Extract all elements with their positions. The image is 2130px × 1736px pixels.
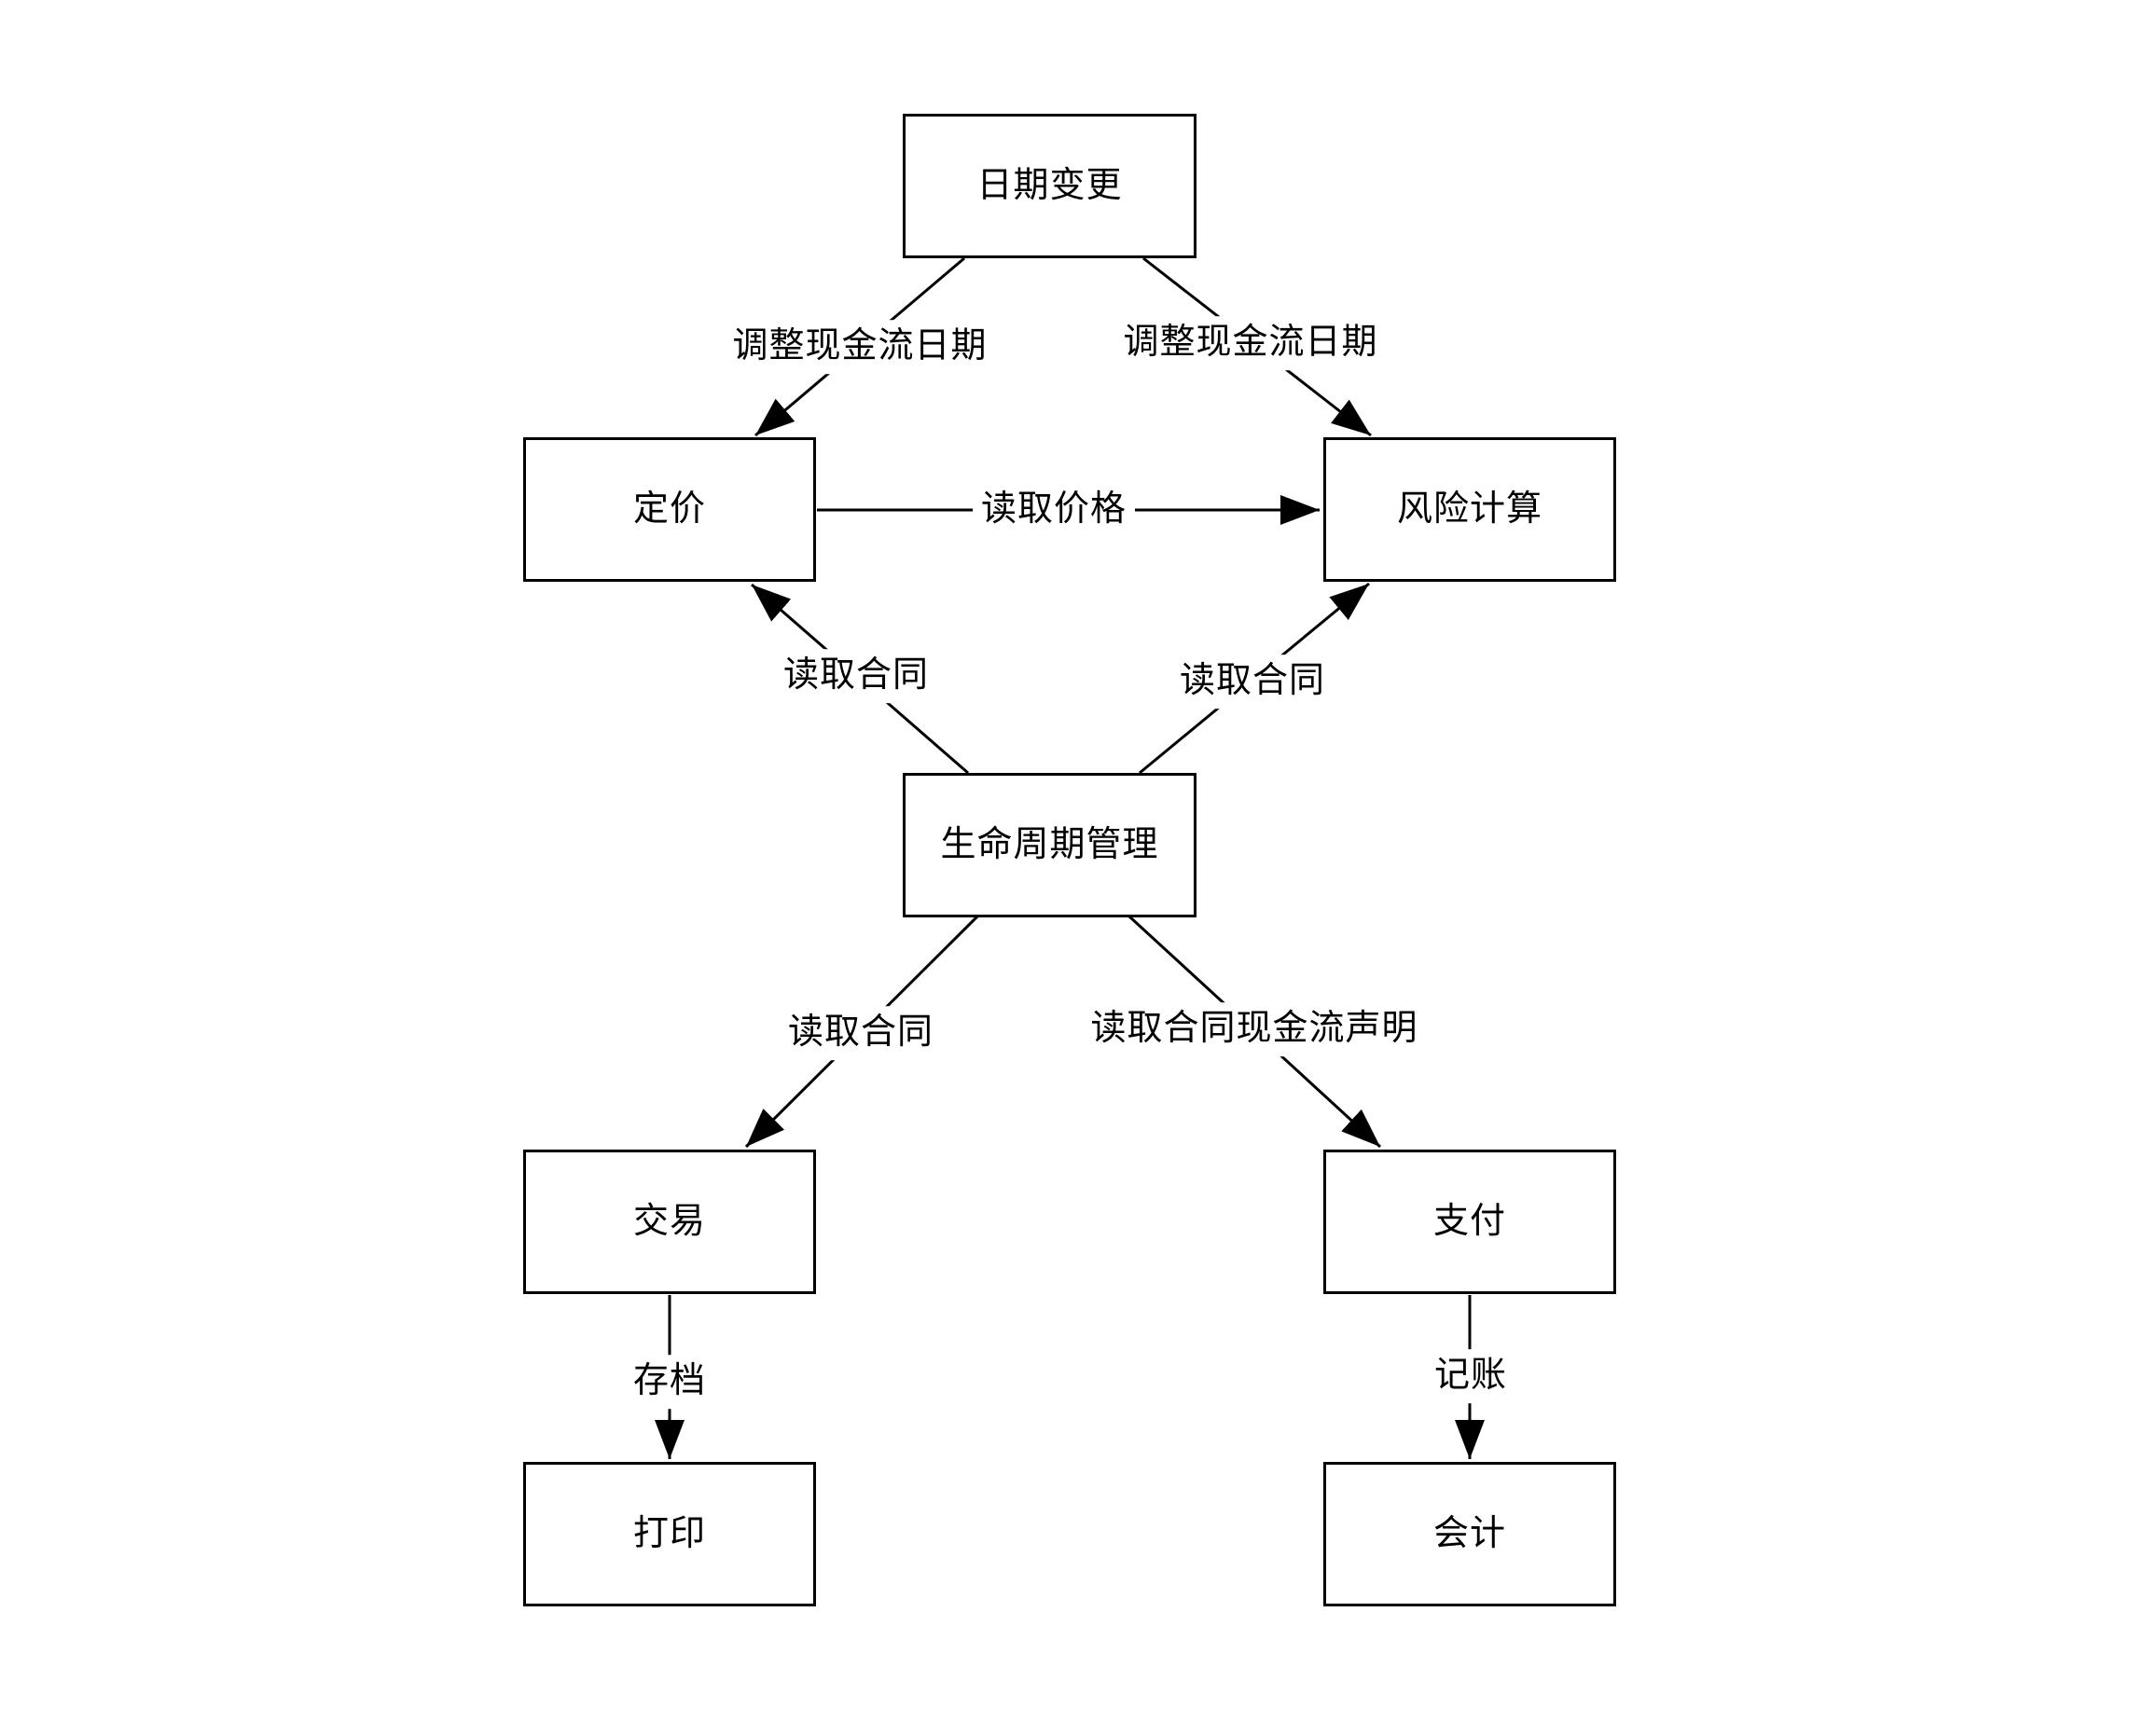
node-risk-calculation-label: 风险计算 bbox=[1396, 489, 1542, 529]
edge-label-read-price: 读取价格 bbox=[972, 483, 1136, 537]
node-accounting-label: 会计 bbox=[1432, 1513, 1506, 1553]
edge-label-bookkeeping: 记账 bbox=[1425, 1349, 1516, 1403]
node-trade: 交易 bbox=[523, 1150, 816, 1294]
node-pricing: 定价 bbox=[523, 437, 816, 582]
node-lifecycle-management: 生命周期管理 bbox=[903, 773, 1196, 917]
node-lifecycle-management-label: 生命周期管理 bbox=[940, 824, 1159, 864]
edge-label-read-contract-lower-left: 读取合同 bbox=[779, 1006, 943, 1060]
edge-label-archive: 存档 bbox=[624, 1355, 715, 1409]
node-risk-calculation: 风险计算 bbox=[1323, 437, 1616, 582]
node-accounting: 会计 bbox=[1323, 1462, 1616, 1606]
node-payment: 支付 bbox=[1323, 1150, 1616, 1294]
node-payment-label: 支付 bbox=[1432, 1201, 1506, 1241]
node-date-change-label: 日期变更 bbox=[976, 165, 1123, 205]
edge-label-adjust-cashflow-date-right: 调整现金流日期 bbox=[1114, 316, 1387, 370]
edge-label-read-contract-upper-left: 读取合同 bbox=[774, 649, 938, 703]
edge-label-read-contract-upper-right: 读取合同 bbox=[1170, 654, 1335, 709]
node-print-label: 打印 bbox=[632, 1513, 706, 1553]
edge-label-read-contract-cashflow-statement: 读取合同现金流声明 bbox=[1082, 1002, 1427, 1056]
node-date-change: 日期变更 bbox=[903, 114, 1196, 258]
edge-label-adjust-cashflow-date-left: 调整现金流日期 bbox=[724, 320, 996, 374]
node-print: 打印 bbox=[523, 1462, 816, 1606]
node-pricing-label: 定价 bbox=[632, 489, 706, 529]
node-trade-label: 交易 bbox=[632, 1201, 706, 1241]
